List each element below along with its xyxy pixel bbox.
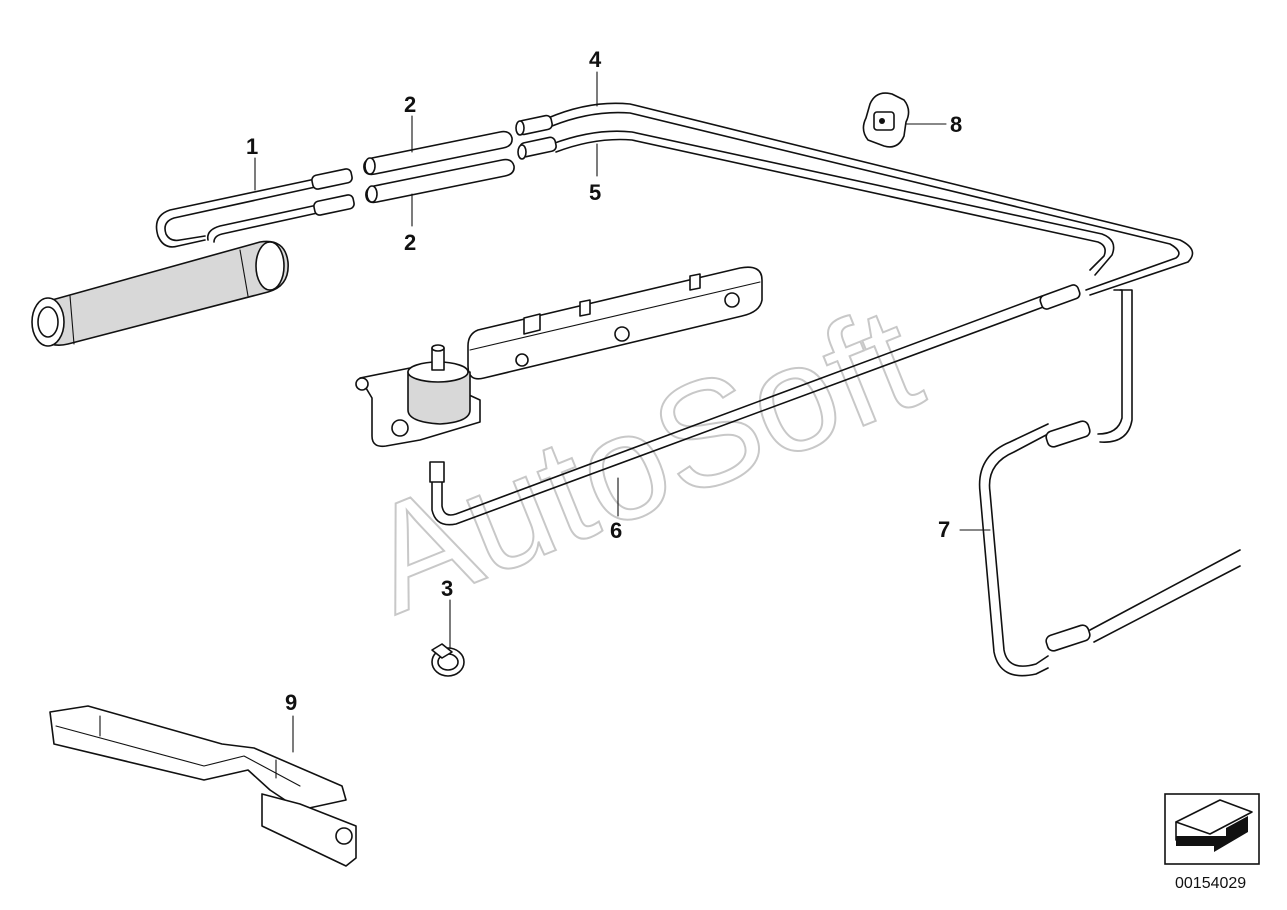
clip-8[interactable] bbox=[862, 92, 910, 148]
callout-8: 8 bbox=[950, 112, 962, 137]
hose-2-upper[interactable] bbox=[363, 130, 513, 176]
fuel-line-4[interactable] bbox=[547, 102, 1194, 296]
callout-6: 6 bbox=[610, 518, 622, 543]
callout-2-lower: 2 bbox=[404, 230, 416, 255]
fuel-cooler-1[interactable] bbox=[31, 168, 355, 347]
hose-clamp-3[interactable] bbox=[431, 643, 465, 677]
callout-7: 7 bbox=[938, 517, 950, 542]
callout-9: 9 bbox=[285, 690, 297, 715]
hose-7[interactable] bbox=[978, 289, 1241, 677]
callout-1: 1 bbox=[246, 134, 258, 159]
callout-4: 4 bbox=[589, 47, 602, 72]
hose-2-lower[interactable] bbox=[365, 158, 515, 204]
part-number: 00154029 bbox=[1175, 875, 1246, 892]
reference-box bbox=[1164, 793, 1260, 865]
bracket-9[interactable] bbox=[49, 705, 357, 867]
callout-2-upper: 2 bbox=[404, 92, 416, 117]
callout-3: 3 bbox=[441, 576, 453, 601]
callout-5: 5 bbox=[589, 180, 601, 205]
fuel-line-5[interactable] bbox=[551, 130, 1115, 276]
pressure-regulator bbox=[355, 344, 481, 448]
return-line-6[interactable] bbox=[429, 284, 1081, 526]
fuel-rail bbox=[467, 266, 763, 380]
leader-lines bbox=[254, 71, 991, 753]
line-connector bbox=[515, 114, 557, 160]
